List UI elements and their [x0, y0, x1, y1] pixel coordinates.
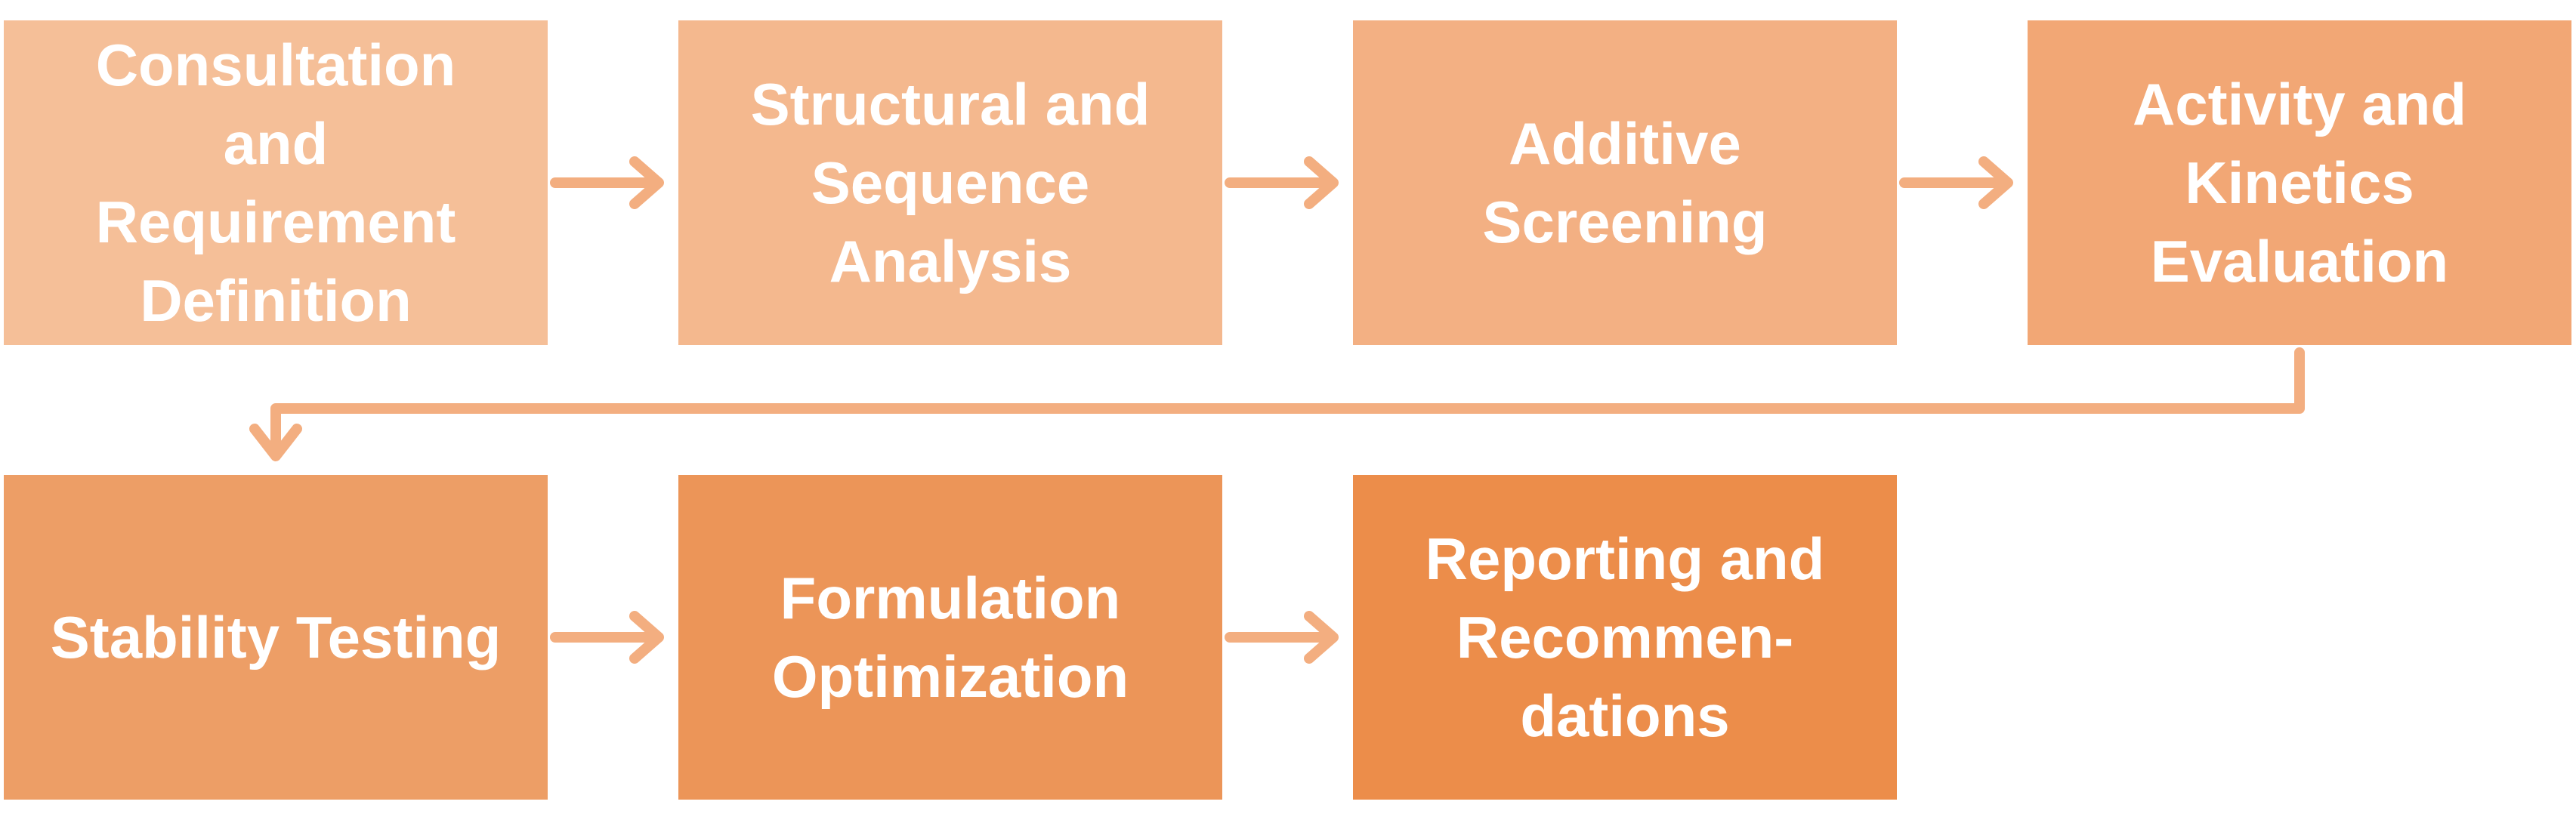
step-label: Structural and Sequence Analysis	[750, 71, 1151, 294]
step-label: Consultation and Requirement Definition	[95, 32, 456, 334]
step-formulation-optimization: Formulation Optimization	[678, 475, 1222, 800]
step-label: Activity and Kinetics Evaluation	[2132, 71, 2467, 294]
arrow-s6-s7	[1225, 611, 1339, 664]
step-activity-kinetics: Activity and Kinetics Evaluation	[2028, 20, 2571, 345]
step-label: Formulation Optimization	[771, 565, 1129, 710]
arrow-s2-s3	[1225, 156, 1339, 209]
step-consultation: Consultation and Requirement Definition	[4, 20, 548, 345]
arrow-s5-s6	[550, 611, 664, 664]
step-label: Stability Testing	[50, 604, 502, 670]
arrow-s1-s2	[550, 156, 664, 209]
step-stability-testing: Stability Testing	[4, 475, 548, 800]
arrow-s3-s4	[1899, 156, 2013, 209]
step-label: Reporting and Recommen- dations	[1425, 526, 1825, 749]
step-label: Additive Screening	[1482, 110, 1768, 255]
step-reporting: Reporting and Recommen- dations	[1353, 475, 1897, 800]
step-additive-screening: Additive Screening	[1353, 20, 1897, 345]
arrow-s4-s5	[249, 347, 2305, 461]
step-structural-analysis: Structural and Sequence Analysis	[678, 20, 1222, 345]
